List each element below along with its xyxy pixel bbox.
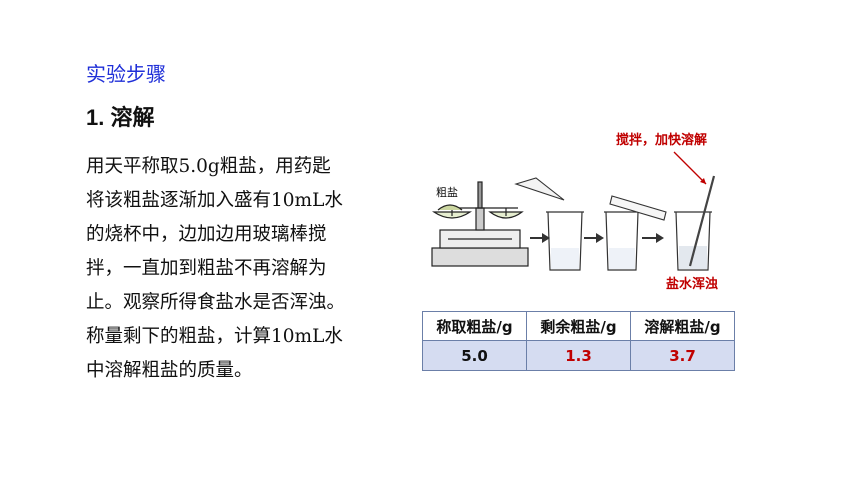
arrow-icon: [642, 233, 664, 243]
table-row: 5.0 1.3 3.7: [422, 340, 735, 371]
arrow-icon: [584, 233, 604, 243]
header-weighed: 称取粗盐/g: [422, 311, 527, 341]
turbid-annotation: 盐水浑浊: [666, 276, 718, 292]
procedure-line: 中溶解粗盐的质量。: [86, 360, 253, 381]
table-header-row: 称取粗盐/g 剩余粗盐/g 溶解粗盐/g: [422, 311, 735, 341]
mass-table: 称取粗盐/g 剩余粗盐/g 溶解粗盐/g 5.0 1.3 3.7: [422, 311, 735, 371]
pointer-arrow-icon: [673, 151, 707, 185]
procedure-line: 将该粗盐逐渐加入盛有10mL水: [86, 190, 343, 211]
procedure-line: 止。观察所得食盐水是否浑浊。: [86, 292, 346, 313]
dissolving-diagram: 粗盐 搅拌，加快溶解: [431, 132, 718, 292]
beaker-icon: [604, 211, 640, 271]
procedure-line: 拌，一直加到粗盐不再溶解为: [86, 258, 327, 279]
procedure-line: 称量剩下的粗盐，计算10mL水: [86, 326, 343, 347]
step-title: 1. 溶解: [86, 105, 155, 130]
beaker-icon: [674, 175, 716, 271]
header-dissolved: 溶解粗盐/g: [630, 311, 735, 341]
section-title: 实验步骤: [86, 62, 166, 86]
procedure-text: 用天平称取5.0g粗盐，用药匙 将该粗盐逐渐加入盛有10mL水 的烧杯中，边加边…: [86, 150, 386, 388]
arrow-icon: [530, 233, 550, 243]
graduated-cylinder-illustration: [609, 195, 667, 221]
beaker-icon: [546, 211, 584, 271]
procedure-line: 用天平称取5.0g粗盐，用药匙: [86, 156, 331, 177]
stir-annotation: 搅拌，加快溶解: [616, 132, 707, 148]
cell-dissolved: 3.7: [630, 340, 735, 371]
coarse-salt-label: 粗盐: [436, 186, 458, 199]
balance-illustration: [431, 181, 529, 267]
cell-weighed: 5.0: [422, 340, 527, 371]
cell-remaining: 1.3: [526, 340, 631, 371]
spatula-pour-illustration: [514, 177, 565, 201]
procedure-line: 的烧杯中，边加边用玻璃棒搅: [86, 224, 327, 245]
header-remaining: 剩余粗盐/g: [526, 311, 631, 341]
